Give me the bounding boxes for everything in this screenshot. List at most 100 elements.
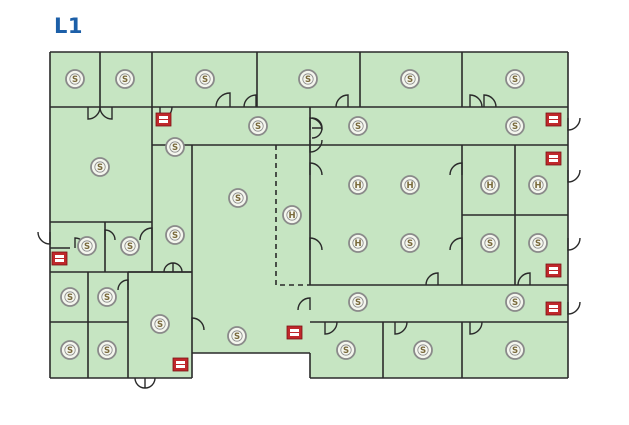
detector-ring: [60, 287, 80, 307]
detector-ring: [336, 340, 356, 360]
heat-detector-icon: H: [400, 175, 420, 195]
detector-symbol: S: [234, 332, 240, 342]
detector-symbol: S: [104, 293, 110, 303]
detector-ring: [60, 340, 80, 360]
detector-inner: [119, 73, 131, 85]
detector-symbol: H: [534, 181, 541, 191]
detector-inner: [532, 179, 544, 191]
smoke-detector-icon: S: [413, 340, 433, 360]
detector-symbol: S: [355, 298, 361, 308]
call-point-icon: [545, 263, 562, 278]
detector-symbol: S: [235, 194, 241, 204]
detector-ring: [228, 188, 248, 208]
detector-inner: [81, 240, 93, 252]
smoke-detector-icon: S: [528, 233, 548, 253]
detector-symbol: S: [512, 346, 518, 356]
detector-inner: [302, 73, 314, 85]
detector-ring: [480, 175, 500, 195]
detector-symbol: S: [157, 320, 163, 330]
detector-inner: [509, 73, 521, 85]
smoke-detector-icon: S: [227, 326, 247, 346]
detector-ring: [282, 205, 302, 225]
detector-ring: [505, 69, 525, 89]
smoke-detector-icon: S: [228, 188, 248, 208]
smoke-detector-icon: S: [90, 157, 110, 177]
door: [243, 94, 257, 108]
detector-inner: [404, 179, 416, 191]
door: [449, 237, 463, 251]
detector-symbol: S: [535, 239, 541, 249]
detector-inner: [340, 344, 352, 356]
door: [37, 231, 51, 245]
smoke-detector-icon: S: [348, 292, 368, 312]
doors: [37, 92, 581, 389]
door: [215, 92, 231, 108]
detector-ring: [480, 233, 500, 253]
detector-symbol: S: [127, 242, 133, 252]
detector-inner: [509, 296, 521, 308]
detector-inner: [169, 141, 181, 153]
detector-inner: [231, 330, 243, 342]
heat-detector-icon: H: [348, 233, 368, 253]
smoke-detector-icon: S: [480, 233, 500, 253]
detector-inner: [509, 344, 521, 356]
detector-symbol: S: [255, 122, 261, 132]
detector-inner: [404, 73, 416, 85]
detector-symbol: S: [343, 346, 349, 356]
detector-ring: [90, 157, 110, 177]
detector-symbol: H: [486, 181, 493, 191]
detector-inner: [532, 237, 544, 249]
smoke-detector-icon: S: [120, 236, 140, 256]
detector-ring: [298, 69, 318, 89]
detector-ring: [97, 287, 117, 307]
door: [191, 317, 205, 331]
detector-ring: [195, 69, 215, 89]
door: [309, 139, 323, 153]
detector-ring: [348, 116, 368, 136]
smoke-detector-icon: S: [150, 314, 170, 334]
door: [99, 106, 113, 120]
door: [567, 117, 581, 131]
detector-ring: [528, 175, 548, 195]
smoke-detector-icon: S: [505, 116, 525, 136]
door: [117, 279, 129, 291]
detector-inner: [101, 344, 113, 356]
door: [517, 272, 531, 286]
detector-inner: [352, 179, 364, 191]
smoke-detector-icon: S: [400, 233, 420, 253]
detector-inner: [124, 240, 136, 252]
detector-symbol: S: [305, 75, 311, 85]
door: [394, 321, 408, 335]
detector-ring: [348, 233, 368, 253]
detector-ring: [528, 233, 548, 253]
call-point-icon: [172, 357, 189, 372]
detector-symbol: S: [420, 346, 426, 356]
smoke-detector-icon: S: [77, 236, 97, 256]
detector-inner: [286, 209, 298, 221]
detector-inner: [199, 73, 211, 85]
detector-symbol: S: [512, 75, 518, 85]
detector-inner: [352, 237, 364, 249]
call-point-icon: [545, 301, 562, 316]
detector-ring: [150, 314, 170, 334]
detector-symbol: S: [172, 231, 178, 241]
detector-symbol: S: [97, 163, 103, 173]
door: [469, 321, 483, 335]
detector-ring: [165, 137, 185, 157]
double-door: [311, 117, 323, 139]
detector-inner: [484, 237, 496, 249]
smoke-detector-icon: S: [248, 116, 268, 136]
smoke-detector-icon: S: [165, 137, 185, 157]
detector-inner: [64, 291, 76, 303]
detector-ring: [115, 69, 135, 89]
detector-inner: [64, 344, 76, 356]
door: [567, 237, 581, 251]
heat-detector-icon: H: [480, 175, 500, 195]
smoke-detector-icon: S: [60, 340, 80, 360]
heat-detector-icon: H: [348, 175, 368, 195]
detector-symbol: H: [354, 181, 361, 191]
door: [483, 94, 497, 108]
smoke-detector-icon: S: [115, 69, 135, 89]
